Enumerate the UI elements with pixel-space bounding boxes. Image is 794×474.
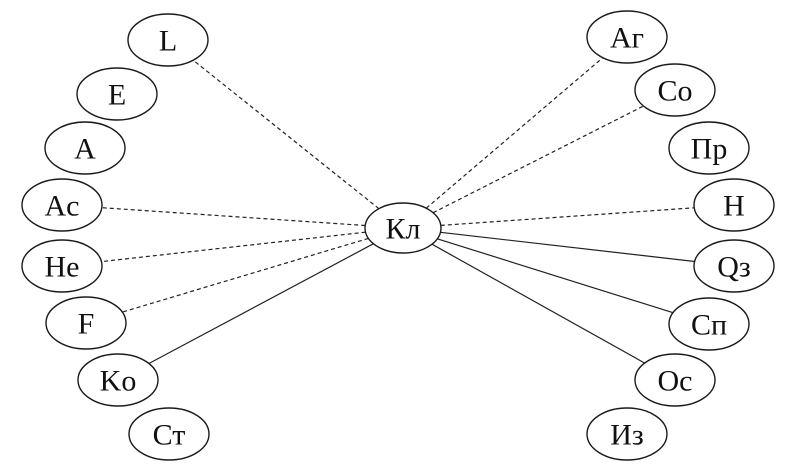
Ko-label: Ko — [100, 365, 137, 398]
center-ellipse — [364, 202, 442, 254]
edge-center-He — [101, 231, 366, 263]
Pr-ellipse — [668, 121, 750, 175]
Ar-ellipse — [586, 10, 668, 64]
Co-label: Co — [657, 75, 692, 108]
Ar-label: Аг — [610, 22, 644, 55]
edges-layer — [101, 57, 695, 365]
node-A: A — [44, 121, 126, 175]
node-F: F — [45, 296, 127, 350]
A-label: A — [74, 133, 96, 166]
node-He: He — [21, 239, 103, 293]
node-Sp: Сп — [668, 297, 750, 351]
Ct-ellipse — [128, 407, 210, 461]
Sp-label: Сп — [691, 309, 727, 342]
node-Ac: Ac — [21, 178, 103, 232]
Ct-label: Ст — [153, 419, 186, 452]
E-ellipse — [76, 67, 158, 121]
L-label: L — [159, 25, 177, 58]
edge-center-Sp — [437, 238, 674, 314]
E-label: E — [108, 79, 126, 112]
Ac-ellipse — [21, 178, 103, 232]
node-Pr: Пр — [668, 121, 750, 175]
Iz-ellipse — [586, 407, 668, 461]
node-Ko: Ko — [77, 353, 159, 407]
edge-center-L — [192, 59, 380, 210]
edge-center-Co — [432, 105, 644, 214]
Ko-ellipse — [77, 353, 159, 407]
Iz-label: Из — [610, 419, 644, 452]
Os-label: Oc — [658, 365, 693, 398]
node-Co: Co — [634, 63, 716, 117]
edge-center-H — [440, 207, 695, 226]
Os-ellipse — [634, 353, 716, 407]
edge-center-Os — [431, 243, 645, 364]
L-ellipse — [127, 13, 209, 67]
node-H: H — [693, 178, 775, 232]
node-Os: Oc — [634, 353, 716, 407]
node-Q3: Qз — [693, 239, 775, 293]
center-label: Кл — [386, 213, 421, 246]
Sp-ellipse — [668, 297, 750, 351]
edge-center-Ko — [148, 243, 374, 365]
node-Ct: Ст — [128, 407, 210, 461]
H-label: H — [723, 190, 745, 223]
edge-center-Ar — [425, 57, 604, 209]
node-E: E — [76, 67, 158, 121]
edge-center-Q3 — [440, 231, 695, 263]
node-Ar: Аг — [586, 10, 668, 64]
node-L: L — [127, 13, 209, 67]
edge-center-F — [122, 237, 369, 313]
edge-center-Ac — [101, 207, 366, 227]
H-ellipse — [693, 178, 775, 232]
F-ellipse — [45, 296, 127, 350]
node-Iz: Из — [586, 407, 668, 461]
center-node: Кл — [364, 202, 442, 254]
Q3-ellipse — [693, 239, 775, 293]
Ac-label: Ac — [45, 190, 80, 223]
F-label: F — [78, 308, 95, 341]
He-label: He — [45, 251, 80, 284]
Co-ellipse — [634, 63, 716, 117]
He-ellipse — [21, 239, 103, 293]
Q3-label: Qз — [717, 251, 751, 284]
Pr-label: Пр — [691, 133, 728, 166]
A-ellipse — [44, 121, 126, 175]
